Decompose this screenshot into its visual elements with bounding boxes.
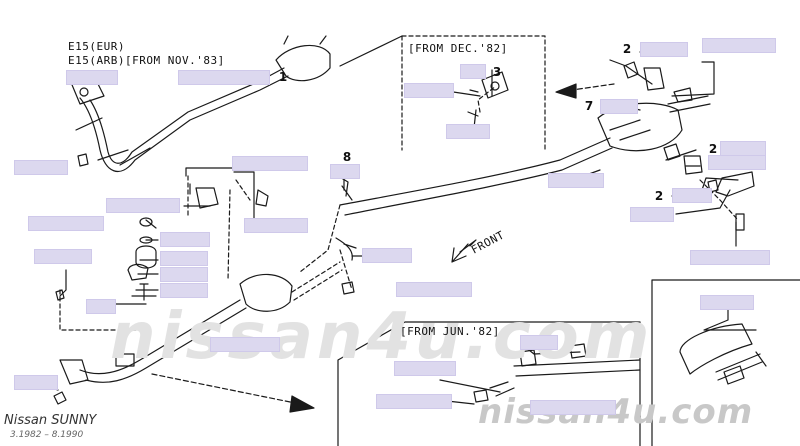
part-label-1-lower[interactable] xyxy=(244,218,308,233)
callout-number: 8 xyxy=(342,150,352,164)
part-label-2-top[interactable] xyxy=(640,42,688,57)
part-label-22[interactable] xyxy=(394,361,456,376)
inset-jun82-frame xyxy=(337,321,641,446)
part-label-4[interactable] xyxy=(66,70,118,85)
part-label-23[interactable] xyxy=(530,400,616,415)
part-label-12-c[interactable] xyxy=(396,282,472,297)
vehicle-brand: Nissan SUNNY xyxy=(4,413,97,428)
part-label-10[interactable] xyxy=(548,173,604,188)
part-label-2-lower[interactable] xyxy=(672,188,712,203)
part-label-9-top[interactable] xyxy=(14,160,68,175)
callout-number: 7 xyxy=(584,99,594,113)
note-from-jun82: [FROM JUN.'82] xyxy=(400,325,500,338)
part-label-2-mid[interactable] xyxy=(720,141,766,156)
note-e15-arb: E15(ARB)[FROM NOV.'83] xyxy=(68,54,225,67)
part-label-12-d[interactable] xyxy=(376,394,452,409)
connection-lines xyxy=(59,85,739,331)
callout-number: 3 xyxy=(492,65,502,79)
part-label-17[interactable] xyxy=(160,267,208,282)
callout-number: 2 xyxy=(622,42,632,56)
watermark-large: nissan4u.com xyxy=(110,300,654,374)
inset-dec82-frame xyxy=(401,35,546,151)
callout-number: 2 xyxy=(708,142,718,156)
part-label-12-a[interactable] xyxy=(28,216,104,231)
part-label-19[interactable] xyxy=(700,295,754,310)
part-label-1-mid[interactable] xyxy=(232,156,308,171)
part-label-5-top[interactable] xyxy=(178,70,270,85)
note-from-dec82: [FROM DEC.'82] xyxy=(408,42,508,55)
part-label-16[interactable] xyxy=(690,250,770,265)
direction-arrows xyxy=(151,83,615,413)
inset-part19-frame xyxy=(651,279,800,446)
part-label-7-left[interactable] xyxy=(106,198,180,213)
part-label-6-lower[interactable] xyxy=(446,124,490,139)
part-label-18[interactable] xyxy=(160,283,208,298)
callout-number: 1 xyxy=(278,70,288,84)
part-label-1-top[interactable] xyxy=(702,38,776,53)
part-label-8[interactable] xyxy=(330,164,360,179)
part-label-3[interactable] xyxy=(460,64,486,79)
part-label-12-b[interactable] xyxy=(34,249,92,264)
part-label-11[interactable] xyxy=(630,207,674,222)
vehicle-years: 3.1982 – 8.1990 xyxy=(10,430,84,440)
part-label-15[interactable] xyxy=(160,251,208,266)
part-label-13[interactable] xyxy=(160,232,210,247)
part-label-7-mid[interactable] xyxy=(708,155,766,170)
callout-number: 2 xyxy=(654,189,664,203)
part-label-7-top[interactable] xyxy=(600,99,638,114)
part-label-5-lower[interactable] xyxy=(210,337,280,352)
part-label-14[interactable] xyxy=(362,248,412,263)
note-e15-eur: E15(EUR) xyxy=(68,40,125,53)
part-label-6-top[interactable] xyxy=(404,83,454,98)
front-tube-lower xyxy=(59,261,343,385)
separator-line xyxy=(339,35,403,67)
part-label-20[interactable] xyxy=(86,299,116,314)
part-label-9-lower[interactable] xyxy=(14,375,58,390)
part-label-21[interactable] xyxy=(520,335,558,350)
